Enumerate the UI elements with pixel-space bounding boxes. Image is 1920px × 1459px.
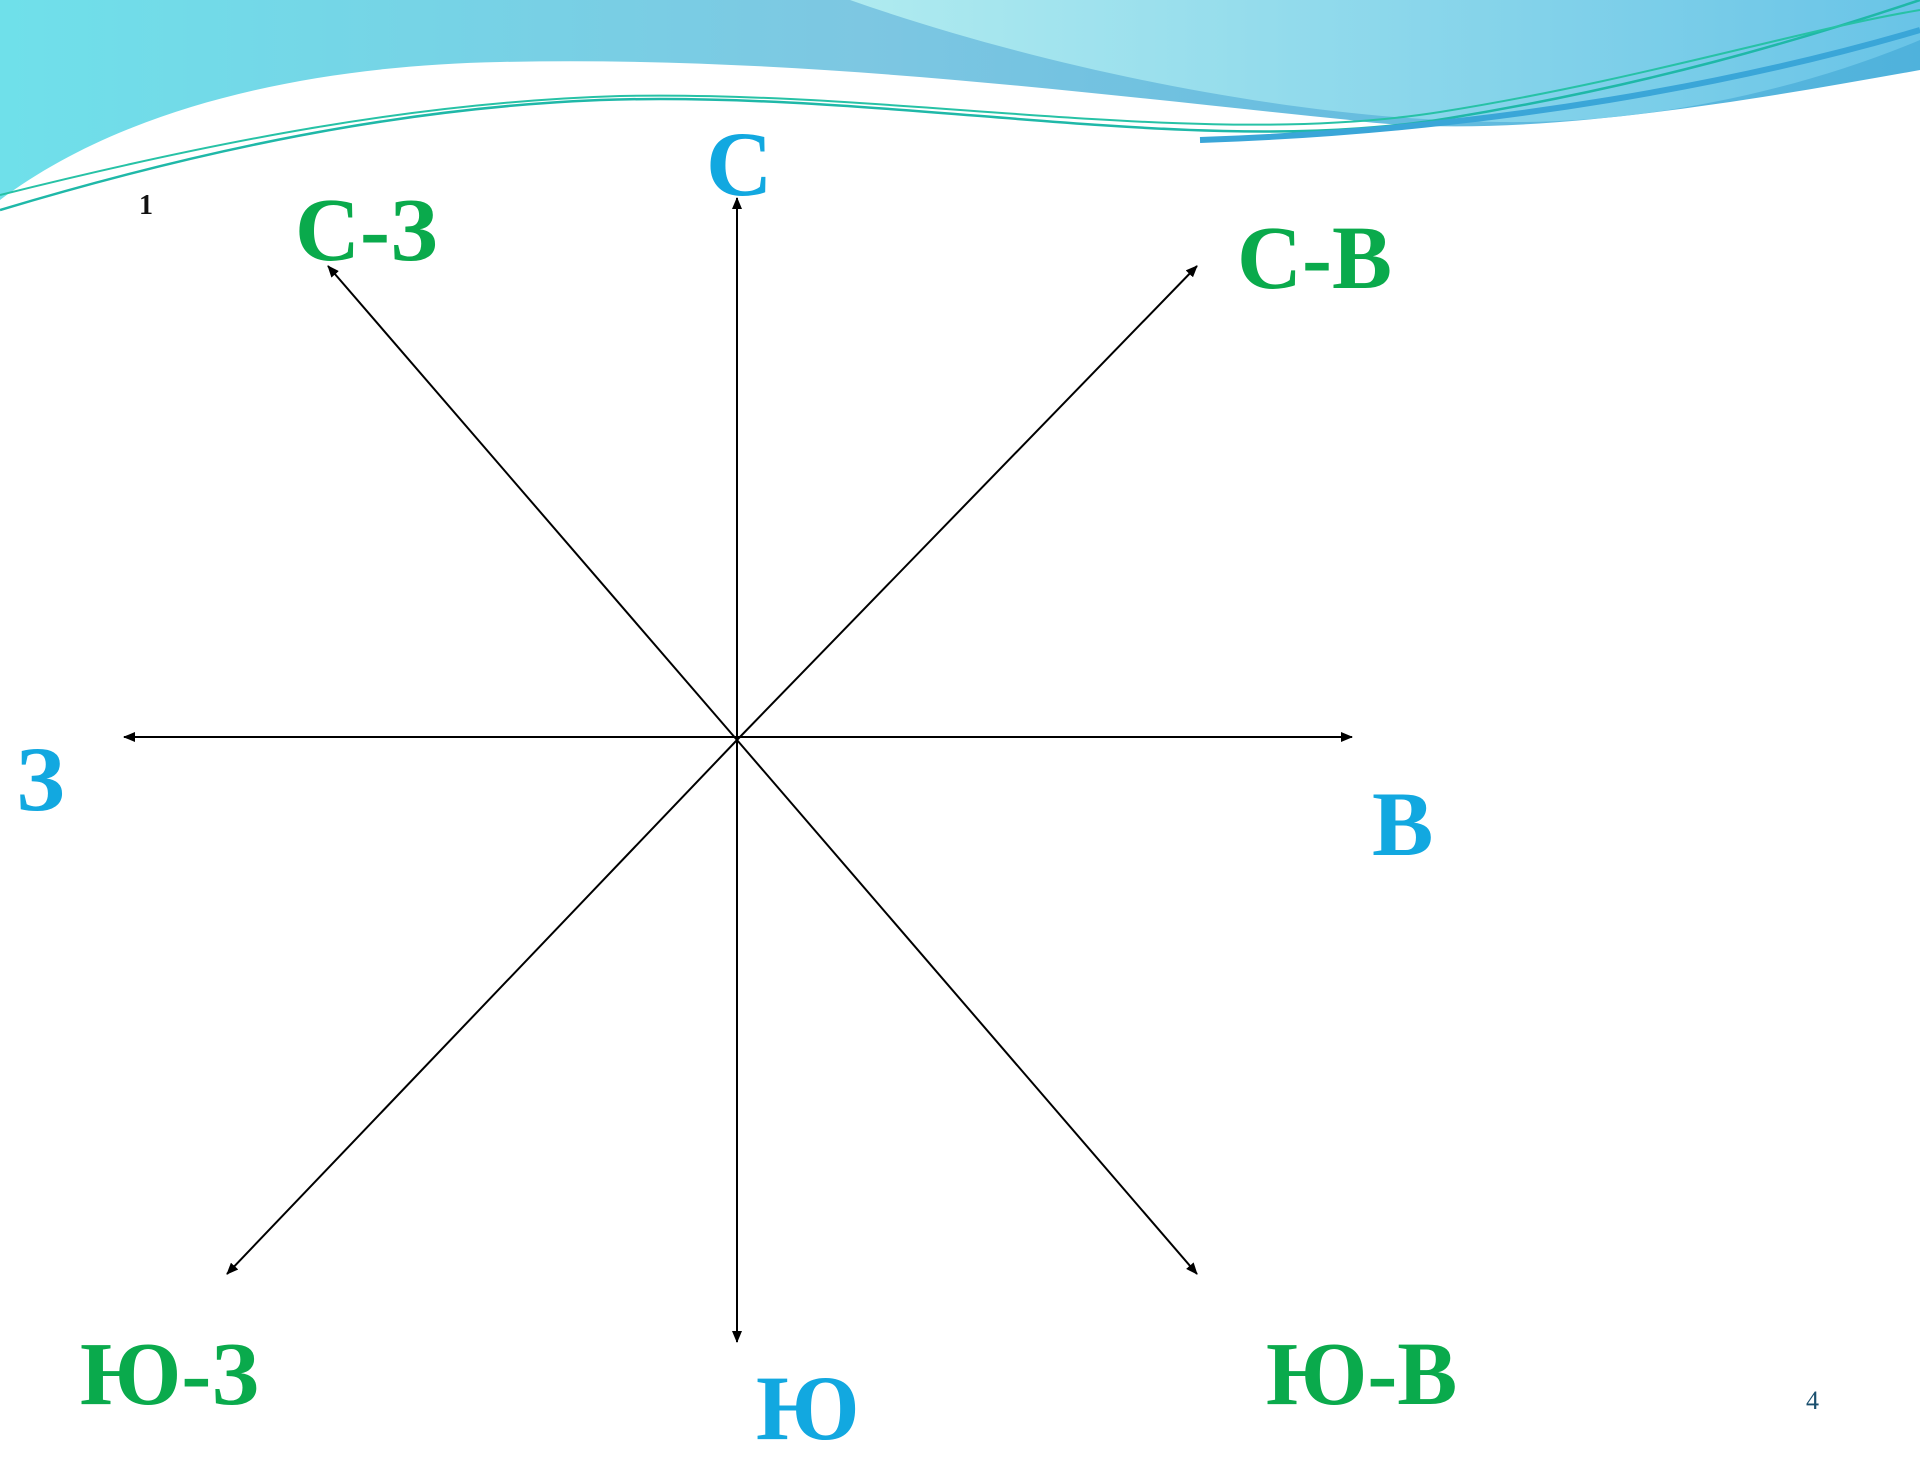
label-north: С: [706, 113, 773, 215]
page-number: 4: [1806, 1386, 1819, 1415]
label-south-west: Ю-З: [80, 1325, 259, 1424]
arrow-north-west: [327, 265, 738, 741]
label-south: Ю: [756, 1357, 860, 1459]
label-east: В: [1372, 773, 1434, 875]
label-west: З: [16, 728, 65, 830]
compass-arrows: [123, 197, 1353, 1343]
label-north-east: С-В: [1237, 209, 1392, 308]
label-north-west: С-З: [295, 181, 438, 280]
label-south-east: Ю-В: [1266, 1325, 1458, 1424]
arrow-south-east: [736, 739, 1198, 1275]
arrow-south-west: [226, 739, 738, 1275]
corner-marker: 1: [139, 190, 153, 221]
header-wave-decoration: [0, 0, 1920, 212]
arrow-north-east: [736, 265, 1198, 741]
